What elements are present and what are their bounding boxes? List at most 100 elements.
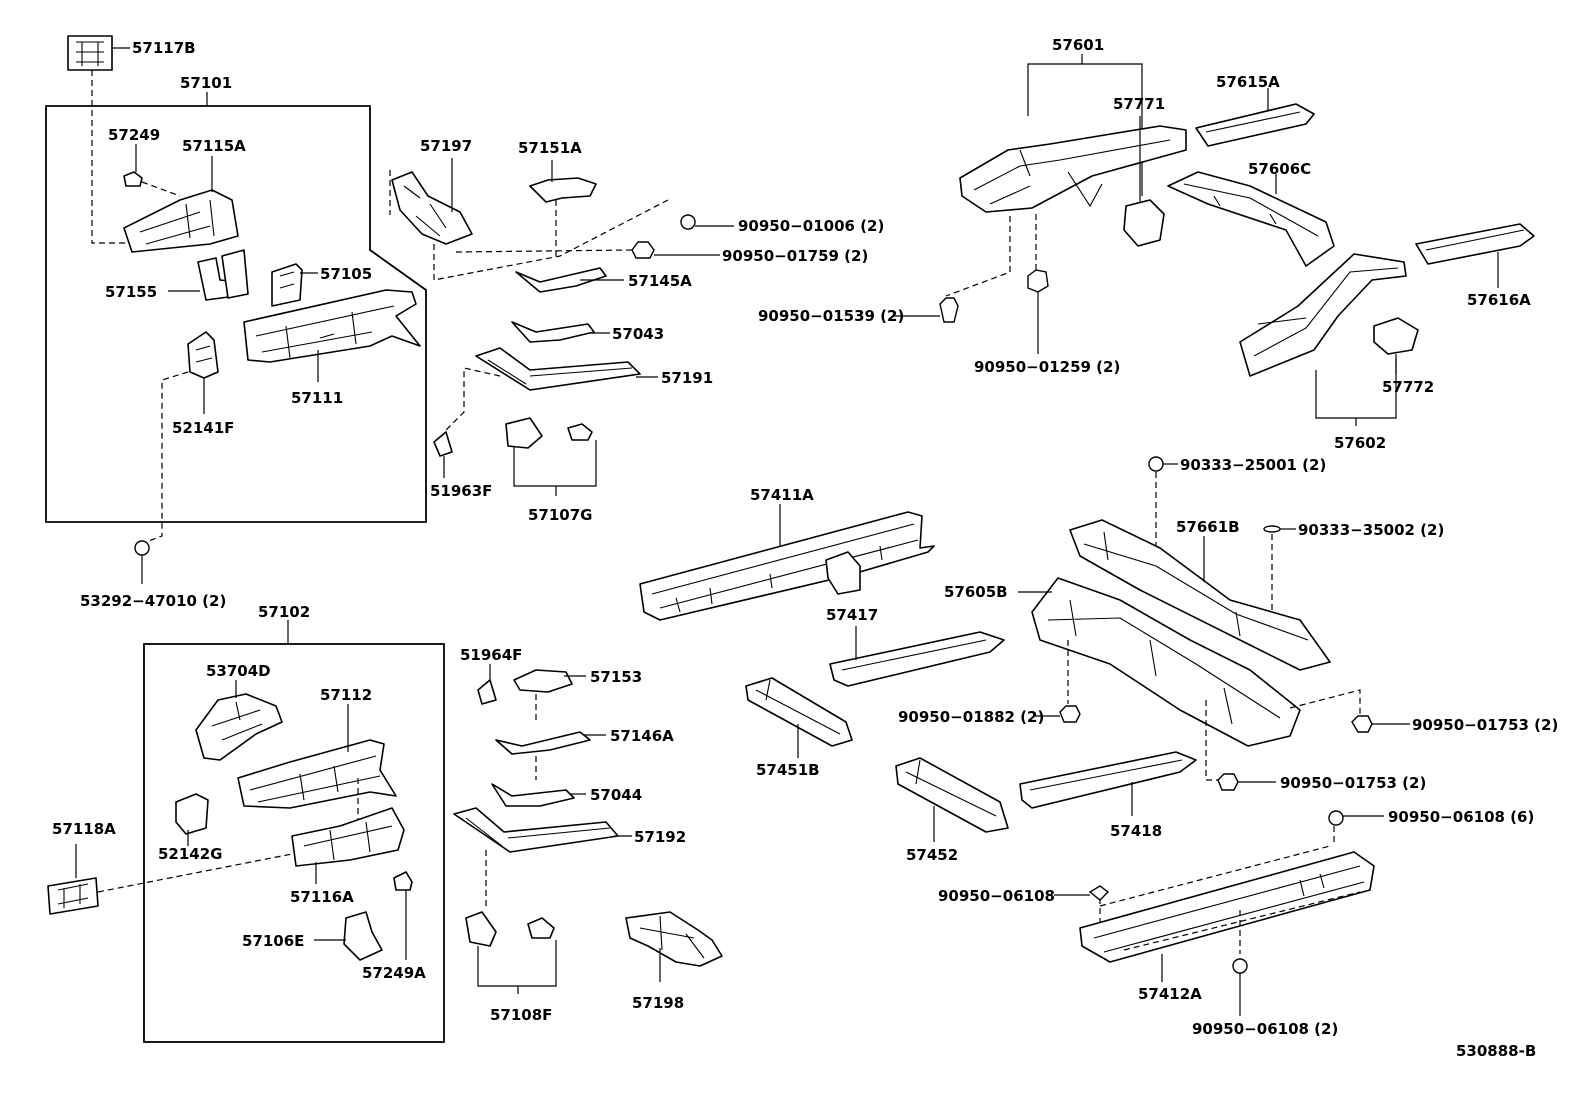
label-57107G: 57107G (528, 506, 593, 524)
part-90950-01753-right: 90950−01753 (2) (1289, 689, 1558, 734)
part-57108F: 57108F (465, 911, 557, 1024)
label-57102: 57102 (258, 603, 310, 621)
label-57417: 57417 (826, 606, 878, 624)
label-57606C: 57606C (1248, 160, 1311, 178)
part-90950-01759: 90950−01759 (2) (455, 241, 868, 265)
part-57118A: 57118A (47, 820, 293, 915)
part-57249: 57249 (108, 126, 181, 197)
part-57105: 57105 (271, 263, 372, 307)
label-90950-01259: 90950−01259 (2) (974, 358, 1120, 376)
part-57116A: 57116A (290, 807, 405, 906)
part-57106E: 57106E (242, 911, 383, 961)
label-57192: 57192 (634, 828, 686, 846)
label-90950-01006: 90950−01006 (2) (738, 217, 884, 235)
part-57772: 57772 (1373, 317, 1434, 396)
part-57197: 57197 (389, 137, 669, 281)
label-57155: 57155 (105, 283, 157, 301)
label-57451B: 57451B (756, 761, 820, 779)
part-57043: 57043 (511, 321, 664, 343)
part-57111: 57111 (243, 289, 421, 407)
label-90950-06108-two: 90950−06108 (2) (1192, 1020, 1338, 1038)
part-57044: 57044 (491, 783, 642, 807)
label-57772: 57772 (1382, 378, 1434, 396)
label-90950-01882: 90950−01882 (2) (898, 708, 1044, 726)
part-52141F: 52141F (145, 331, 234, 543)
part-90950-01006: 90950−01006 (2) (680, 214, 884, 235)
label-57043: 57043 (612, 325, 664, 343)
part-57145A: 57145A (515, 267, 692, 293)
part-57117B: 57117B (67, 35, 196, 244)
label-57101: 57101 (180, 74, 232, 92)
label-57601: 57601 (1052, 36, 1104, 54)
part-57601: 57601 (959, 36, 1187, 213)
part-90333-35002: 90333−35002 (2) (1263, 521, 1444, 614)
part-57602: 57602 (1239, 253, 1407, 452)
label-57412A: 57412A (1138, 985, 1202, 1003)
label-57197: 57197 (420, 137, 472, 155)
label-57418: 57418 (1110, 822, 1162, 840)
label-57117B: 57117B (132, 39, 196, 57)
part-57191: 57191 (445, 347, 713, 431)
label-51963F: 51963F (430, 482, 492, 500)
label-57771: 57771 (1113, 95, 1165, 113)
part-57418: 57418 (1019, 751, 1197, 840)
group-57101: 57101 57117B 57249 57115A (45, 35, 427, 543)
label-57044: 57044 (590, 786, 642, 804)
label-57615A: 57615A (1216, 73, 1280, 91)
part-57615A: 57615A (1195, 73, 1315, 147)
label-90950-01753-lower: 90950−01753 (2) (1280, 774, 1426, 792)
part-90950-01259: 90950−01259 (2) (974, 214, 1120, 376)
label-52141F: 52141F (172, 419, 234, 437)
part-57606C: 57606C (1167, 160, 1335, 267)
part-57771: 57771 (1113, 95, 1165, 247)
label-57153: 57153 (590, 668, 642, 686)
part-51964F: 51964F (460, 646, 522, 705)
part-90950-01753-lower: 90950−01753 (2) (1205, 700, 1426, 792)
label-57108F: 57108F (490, 1006, 552, 1024)
label-52142G: 52142G (158, 845, 223, 863)
part-53704D: 53704D (195, 662, 283, 761)
part-57412A: 57412A (1079, 845, 1375, 1003)
part-57411A: 57411A (639, 486, 935, 621)
label-57616A: 57616A (1467, 291, 1531, 309)
part-57115A: 57115A (123, 137, 246, 253)
label-90950-06108-six: 90950−06108 (6) (1388, 808, 1534, 826)
label-90950-06108: 90950−06108 (938, 887, 1055, 905)
label-57105: 57105 (320, 265, 372, 283)
part-57151A: 57151A (518, 139, 597, 260)
label-57146A: 57146A (610, 727, 674, 745)
label-51964F: 51964F (460, 646, 522, 664)
label-57112: 57112 (320, 686, 372, 704)
part-51963F: 51963F (430, 431, 492, 500)
label-57111: 57111 (291, 389, 343, 407)
part-57107G: 57107G (505, 417, 597, 524)
part-57112: 57112 (237, 686, 397, 848)
label-53292-47010: 53292−47010 (2) (80, 592, 226, 610)
part-90950-06108-two: 90950−06108 (2) (1192, 958, 1338, 1038)
part-57417: 57417 (826, 606, 1005, 687)
label-57191: 57191 (661, 369, 713, 387)
part-57616A: 57616A (1415, 223, 1535, 309)
label-57411A: 57411A (750, 486, 814, 504)
part-90950-01882: 90950−01882 (2) (898, 640, 1081, 726)
part-90950-06108: 90950−06108 (938, 885, 1110, 905)
label-57605B: 57605B (944, 583, 1008, 601)
label-57602: 57602 (1334, 434, 1386, 452)
part-57451B: 57451B (745, 677, 853, 779)
label-53704D: 53704D (206, 662, 271, 680)
label-57198: 57198 (632, 994, 684, 1012)
part-90950-01539: 90950−01539 (2) (758, 216, 1011, 325)
part-57452: 57452 (895, 757, 1009, 864)
part-57155: 57155 (105, 249, 249, 301)
label-90950-01753-right: 90950−01753 (2) (1412, 716, 1558, 734)
label-57151A: 57151A (518, 139, 582, 157)
label-57249: 57249 (108, 126, 160, 144)
label-57145A: 57145A (628, 272, 692, 290)
part-57249A: 57249A (362, 871, 426, 982)
part-57198: 57198 (625, 911, 723, 1012)
label-90333-25001: 90333−25001 (2) (1180, 456, 1326, 474)
label-57106E: 57106E (242, 932, 304, 950)
part-53292-47010: 53292−47010 (2) (80, 540, 226, 610)
reference-code: 530888-B (1456, 1042, 1536, 1060)
